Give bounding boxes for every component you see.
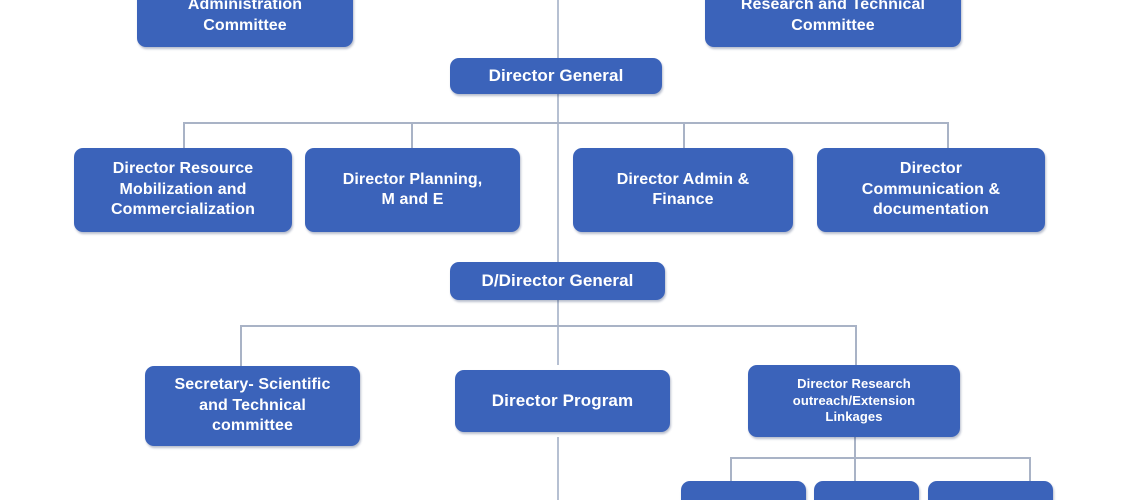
node-director-general[interactable]: Director General: [450, 58, 662, 94]
spine-ddg-to-bus2: [557, 300, 559, 326]
drop-bottom-center: [854, 457, 856, 481]
bus-directors: [183, 122, 948, 124]
node-director-planning-label: Director Planning,M and E: [342, 170, 483, 208]
spine-program-down: [557, 437, 559, 500]
drop-research-outreach: [855, 325, 857, 366]
node-director-planning[interactable]: Director Planning,M and E: [305, 148, 520, 232]
bus-deputy-units: [240, 325, 856, 327]
drop-bottom-left: [730, 457, 732, 481]
bus-outreach-children: [730, 457, 1030, 459]
node-director-program[interactable]: Director Program: [455, 370, 670, 432]
drop-director-resource: [183, 122, 185, 149]
drop-director-planning: [411, 122, 413, 149]
drop-outreach-stem: [854, 437, 856, 458]
node-director-admin-finance-label: Director Admin &Finance: [616, 170, 750, 208]
drop-director-communication: [947, 122, 949, 149]
node-director-general-label: Director General: [488, 66, 624, 86]
node-bottom-right[interactable]: [928, 481, 1053, 500]
spine-top: [557, 0, 559, 58]
node-director-program-label: Director Program: [491, 391, 634, 411]
drop-secretary: [240, 325, 242, 366]
spine-bus2-to-program: [557, 326, 559, 365]
node-deputy-director-general[interactable]: D/Director General: [450, 262, 665, 300]
node-deputy-director-general-label: D/Director General: [481, 271, 634, 291]
spine-dg-to-bus: [557, 94, 559, 123]
node-director-admin-finance[interactable]: Director Admin &Finance: [573, 148, 793, 232]
node-bottom-center[interactable]: [814, 481, 919, 500]
drop-director-admin: [683, 122, 685, 149]
spine-bus-to-ddg: [557, 123, 559, 262]
drop-bottom-right: [1029, 457, 1031, 481]
node-bottom-left[interactable]: [681, 481, 806, 500]
